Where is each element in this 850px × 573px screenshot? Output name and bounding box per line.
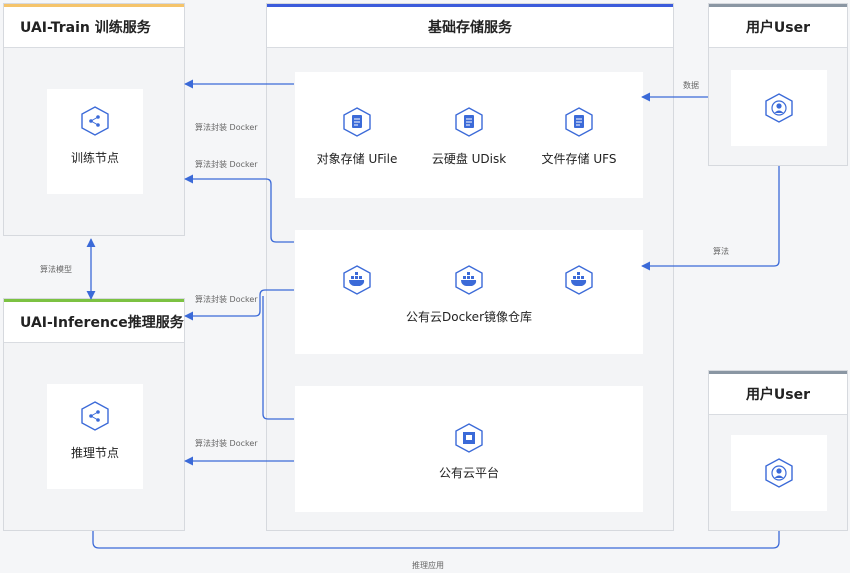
docker-icon bbox=[343, 265, 371, 295]
arrow-user-algorithm bbox=[641, 166, 780, 271]
network-icon bbox=[81, 401, 109, 431]
user-card-bottom[interactable] bbox=[731, 435, 827, 511]
train-accent-bar bbox=[4, 4, 184, 7]
inference-node-card[interactable]: 推理节点 bbox=[47, 384, 143, 489]
docker-icon bbox=[455, 265, 483, 295]
user-panel-top: 用户User bbox=[708, 3, 848, 166]
storage-accent-bar bbox=[267, 4, 673, 7]
document-icon bbox=[455, 107, 483, 137]
inference-service-title: UAI-Inference推理服务 bbox=[4, 302, 184, 343]
user-accent-bar bbox=[709, 4, 847, 7]
label-algorithm: 算法 bbox=[713, 247, 729, 256]
docker-icon bbox=[565, 265, 593, 295]
user-card-top[interactable] bbox=[731, 70, 827, 146]
user-avatar-icon bbox=[765, 458, 793, 488]
storage-items-card: 对象存储 UFile 云硬盘 UDisk 文件存储 UFS bbox=[295, 72, 643, 198]
cloud-platform-card[interactable]: 公有云平台 bbox=[295, 386, 643, 512]
train-service-panel: UAI-Train 训练服务 训练节点 bbox=[3, 3, 185, 236]
network-icon bbox=[81, 106, 109, 136]
arrow-registry-to-train bbox=[184, 174, 294, 243]
label-algo-model: 算法模型 bbox=[40, 265, 72, 274]
label-algo-package-3: 算法封装 Docker bbox=[195, 295, 258, 304]
arrow-registry-to-inference bbox=[184, 289, 294, 321]
storage-service-panel: 基础存储服务 对象存储 UFile 云硬盘 UDisk 文件存储 UFS bbox=[266, 3, 674, 531]
storage-service-title: 基础存储服务 bbox=[267, 7, 673, 48]
inference-node-label: 推理节点 bbox=[70, 446, 119, 460]
user-panel-bottom: 用户User bbox=[708, 370, 848, 531]
label-data: 数据 bbox=[683, 81, 699, 90]
document-icon bbox=[343, 107, 371, 137]
arrow-inference-app bbox=[92, 531, 780, 549]
label-inference-app: 推理应用 bbox=[412, 561, 444, 570]
user-title-top: 用户User bbox=[709, 7, 847, 48]
document-icon bbox=[565, 107, 593, 137]
user-title-bottom: 用户User bbox=[709, 374, 847, 415]
storage-item-ufs[interactable]: 文件存储 UFS bbox=[541, 152, 617, 166]
label-algo-package-2: 算法封装 Docker bbox=[195, 160, 258, 169]
storage-item-udisk[interactable]: 云硬盘 UDisk bbox=[431, 152, 507, 166]
storage-item-ufile[interactable]: 对象存储 UFile bbox=[316, 152, 398, 166]
train-node-card[interactable]: 训练节点 bbox=[47, 89, 143, 194]
cloud-platform-label: 公有云平台 bbox=[438, 466, 499, 480]
train-service-title: UAI-Train 训练服务 bbox=[4, 7, 184, 48]
platform-icon bbox=[455, 423, 483, 453]
inference-accent-bar bbox=[4, 299, 184, 302]
user-avatar-icon bbox=[765, 93, 793, 123]
inference-service-panel: UAI-Inference推理服务 推理节点 bbox=[3, 298, 185, 531]
label-algo-package-4: 算法封装 Docker bbox=[195, 439, 258, 448]
docker-registry-card[interactable]: 公有云Docker镜像仓库 bbox=[295, 230, 643, 354]
docker-registry-label: 公有云Docker镜像仓库 bbox=[405, 310, 533, 324]
arrow-platform-to-registry bbox=[262, 296, 294, 420]
train-node-label: 训练节点 bbox=[70, 151, 119, 165]
user-accent-bar bbox=[709, 371, 847, 374]
label-algo-package-1: 算法封装 Docker bbox=[195, 123, 258, 132]
